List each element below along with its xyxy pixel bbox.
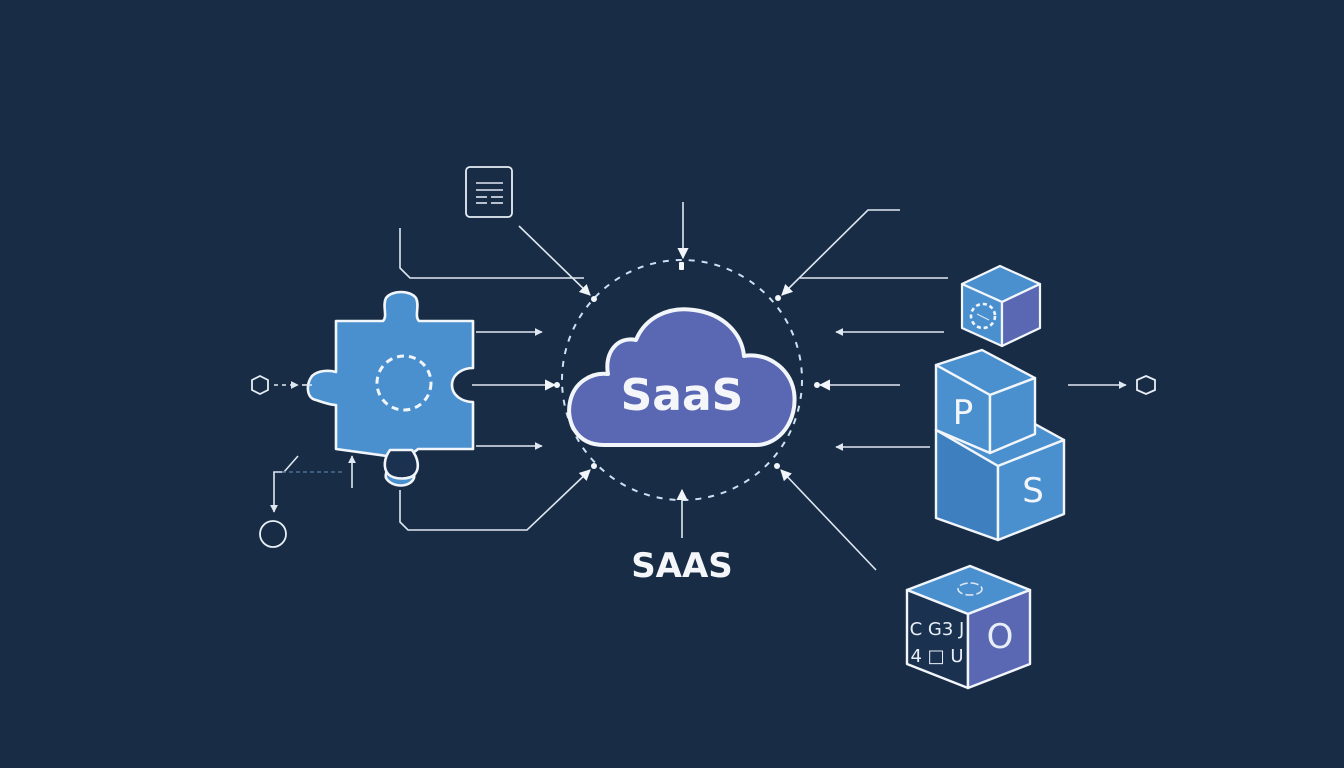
diagram-caption: SAAS	[631, 546, 733, 586]
bottom-cube-node[interactable]: C G3 J 4 □ U O	[905, 564, 1032, 690]
puzzle-output-arrows	[472, 328, 557, 450]
cube-p: P	[934, 348, 1037, 455]
svg-text:P: P	[953, 393, 974, 433]
saas-cloud-node[interactable]: SaaS	[567, 307, 797, 447]
cloud-shape	[567, 307, 797, 447]
cube-top	[960, 264, 1042, 348]
document-icon[interactable]	[465, 166, 513, 218]
orbit-ring	[561, 259, 803, 501]
svg-text:S: S	[1022, 471, 1044, 511]
cloud-label: SaaS	[621, 370, 744, 421]
right-hexagon-node[interactable]	[1068, 375, 1156, 395]
cube-stack-node[interactable]: S P	[934, 264, 1066, 542]
bottom-cube-glyphs-row1: C G3 J	[910, 619, 965, 640]
dashed-ring-icon	[375, 354, 433, 412]
puzzle-bottom-notch	[383, 448, 420, 480]
top-connectors	[399, 202, 948, 296]
left-circle-node[interactable]	[259, 455, 356, 548]
dashed-ring-icon	[969, 302, 997, 330]
left-hexagon-node[interactable]	[251, 374, 312, 396]
bottom-cube-side-label: O	[987, 617, 1014, 657]
puzzle-piece-node[interactable]	[306, 290, 475, 487]
bottom-connectors	[399, 469, 877, 571]
bottom-cube-glyphs-row2: 4 □ U	[910, 646, 963, 667]
cube-input-arrows	[818, 328, 944, 451]
